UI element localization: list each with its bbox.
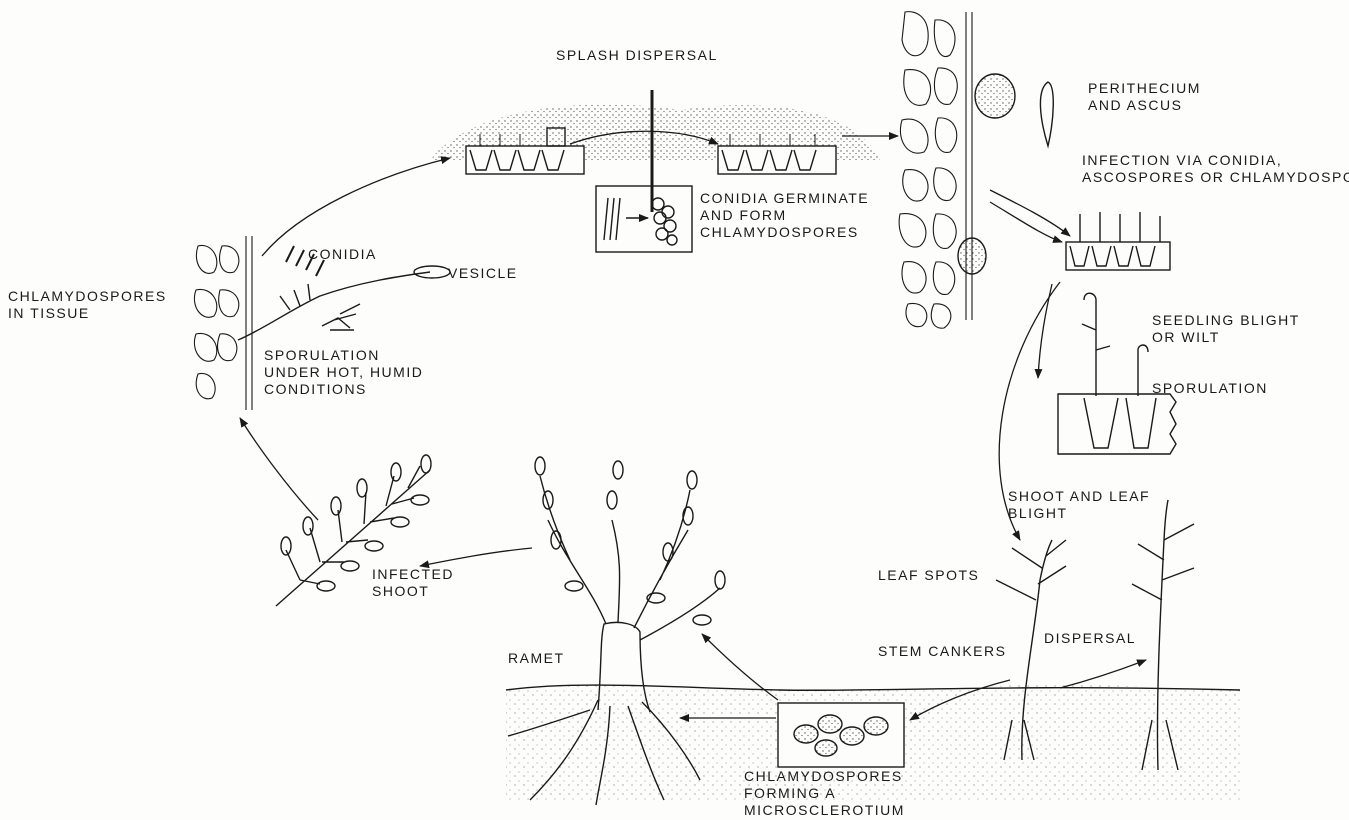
chlamydospore-cluster [652,198,677,245]
label-conidia-germinate: CONIDIA GERMINATE AND FORM CHLAMYDOSPORE… [700,190,869,241]
arrow-to-infected-shoot [420,548,532,566]
label-leaf-spots: LEAF SPOTS [878,567,979,584]
arrow-to-left-tissue [240,418,318,520]
label-infected-shoot: INFECTED SHOOT [372,566,454,600]
label-sporulation: SPORULATION [1152,380,1268,397]
label-ramet: RAMET [508,650,565,667]
arrow-dispersal [1060,660,1146,688]
arrow-to-seedling [1038,284,1052,378]
label-vesicle: VESICLE [448,265,518,282]
ramet-leaves [535,457,725,625]
arrow-infection-1 [990,190,1070,236]
label-sporulation-humid: SPORULATION UNDER HOT, HUMID CONDITIONS [264,347,423,398]
label-chlamydospores-tissue: CHLAMYDOSPORES IN TISSUE [8,288,167,322]
tissue-column [899,12,972,329]
germination-inset [596,186,692,252]
label-stem-cankers: STEM CANKERS [878,643,1006,660]
label-infection: INFECTION VIA CONIDIA, ASCOSPORES OR CHL… [1082,152,1349,186]
label-dispersal: DISPERSAL [1044,630,1136,647]
perithecium [975,74,1015,118]
label-shoot-leaf-blight: SHOOT AND LEAF BLIGHT [1008,488,1150,522]
label-seedling-blight: SEEDLING BLIGHT OR WILT [1152,312,1300,346]
label-splash-dispersal: SPLASH DISPERSAL [556,47,718,64]
left-tissue [194,236,252,410]
arrow-to-splash [262,158,450,256]
label-microsclerotium: CHLAMYDOSPORES FORMING A MICROSCLEROTIUM [744,768,905,819]
label-conidia: CONIDIA [308,246,377,263]
vesicle [414,266,450,278]
label-perithecium: PERITHECIUM AND ASCUS [1088,80,1201,114]
ascus [1040,82,1053,146]
